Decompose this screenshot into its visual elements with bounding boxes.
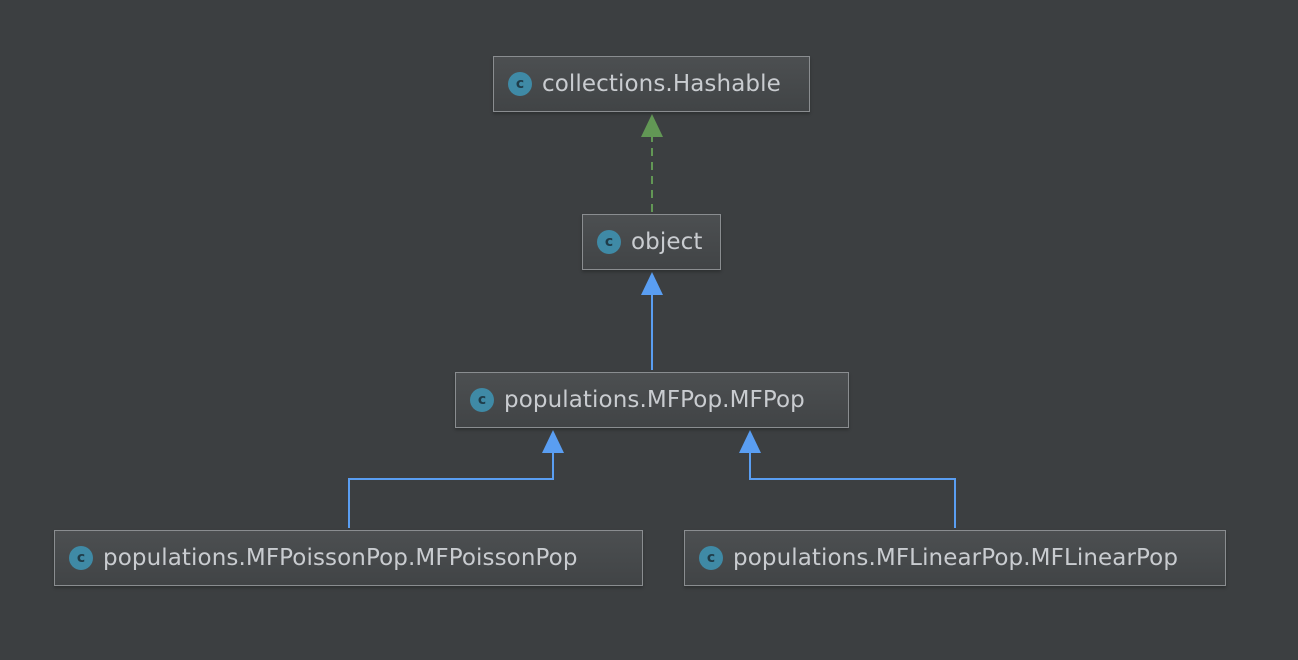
class-name: collections.Hashable <box>542 71 781 97</box>
class-icon: c <box>508 72 532 96</box>
class-node-object[interactable]: c object <box>582 214 721 270</box>
class-name: populations.MFPop.MFPop <box>504 387 805 413</box>
inheritance-arrowhead <box>641 272 663 295</box>
class-node-mfpoissonpop[interactable]: c populations.MFPoissonPop.MFPoissonPop <box>54 530 643 586</box>
edge-object-implements-hashable <box>641 114 663 212</box>
implementation-arrowhead <box>641 114 663 137</box>
class-icon: c <box>470 388 494 412</box>
class-node-mfpop[interactable]: c populations.MFPop.MFPop <box>455 372 849 428</box>
inheritance-arrowhead <box>542 430 564 453</box>
class-name: populations.MFPoissonPop.MFPoissonPop <box>103 545 578 571</box>
class-icon: c <box>597 230 621 254</box>
class-name: populations.MFLinearPop.MFLinearPop <box>733 545 1179 571</box>
edge-mfpop-extends-object <box>641 272 663 370</box>
class-node-mflinearpop[interactable]: c populations.MFLinearPop.MFLinearPop <box>684 530 1226 586</box>
edge-mfpoissonpop-extends-mfpop <box>348 430 564 528</box>
edge-mflinearpop-extends-mfpop <box>739 430 956 528</box>
class-icon: c <box>69 546 93 570</box>
class-icon: c <box>699 546 723 570</box>
inheritance-arrowhead <box>739 430 761 453</box>
class-name: object <box>631 229 703 255</box>
class-node-collections-hashable[interactable]: c collections.Hashable <box>493 56 810 112</box>
